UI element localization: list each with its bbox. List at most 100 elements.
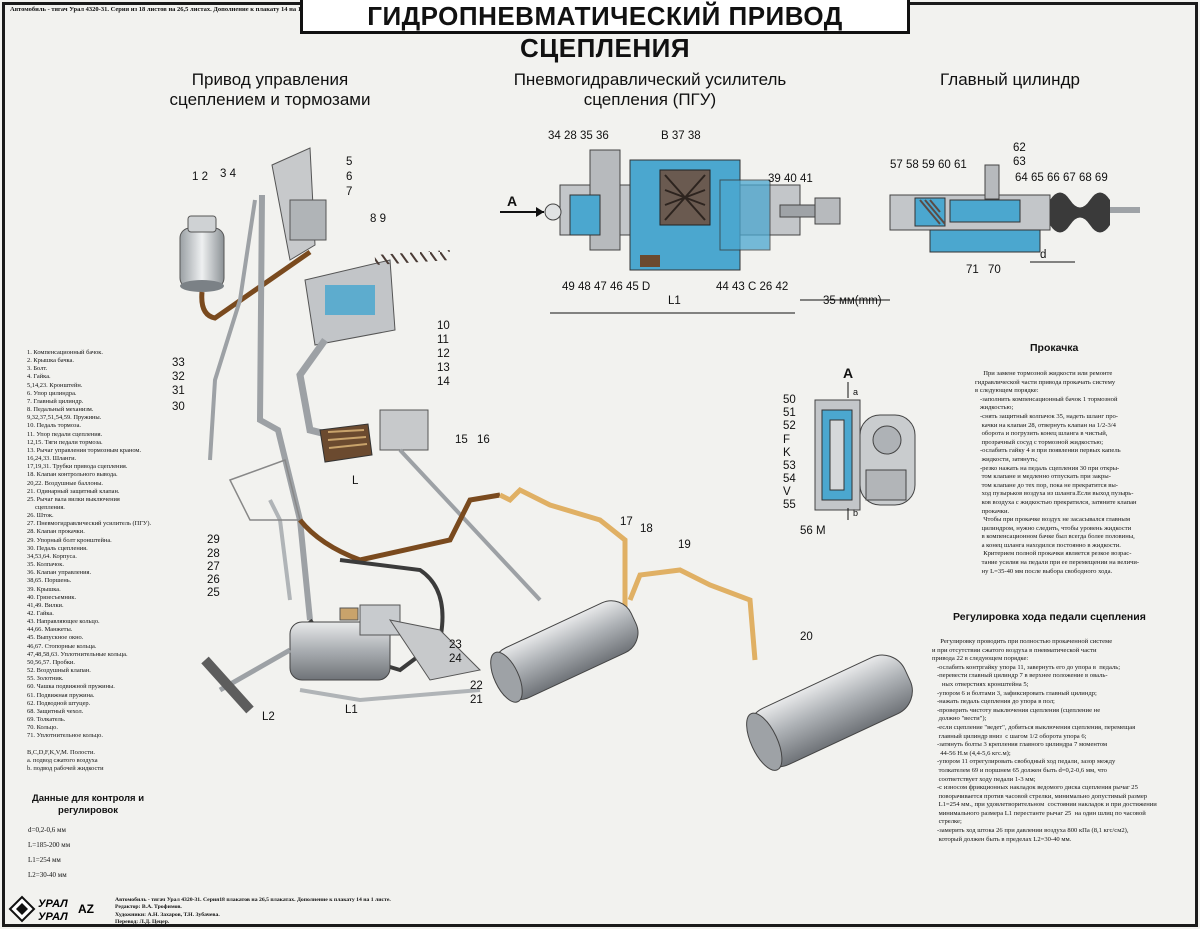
bleeding-line: цилиндром, нужно следить, чтобы уровень …	[975, 524, 1132, 532]
hose-16	[298, 492, 501, 563]
pedal-mechanism-8	[304, 259, 396, 346]
bleeding-line: -снять защитный колпачок 35, надеть шлан…	[975, 412, 1119, 420]
adjust-line: стрелке;	[932, 818, 962, 826]
tube-19	[627, 567, 758, 661]
bleeding-line: том клапане до тех пор, пока не прекрати…	[975, 481, 1118, 489]
bleeding-line: ну L=35-40 мм после выбора свободного хо…	[975, 567, 1113, 575]
adjust-line: ных отверстиях кронштейна 5;	[932, 680, 1029, 688]
legend-item-line: 10. Педаль тормоза.	[27, 422, 81, 430]
control-value-L1: L1=254 мм	[28, 856, 61, 864]
bleeding-line: -резко нажать на педаль сцепления 30 при…	[975, 464, 1120, 472]
legend-item-line: 2. Крышка бачка.	[27, 357, 74, 365]
legend-item-line: 55. Золотник.	[27, 675, 64, 683]
hose-33	[199, 249, 312, 321]
brake-pedal-10	[319, 423, 373, 463]
legend-item-line: 12,15. Тяги педали тормоза.	[27, 438, 103, 446]
tube-31	[256, 194, 313, 621]
legend-item-line: 5,14,23. Кронштейн.	[27, 381, 83, 389]
legend-item-line: 46,67. Стопорные кольца.	[27, 642, 97, 650]
legend-item-line: 69. Толкатель.	[27, 716, 66, 724]
legend-item-line: 61. Подвижная пружина.	[27, 691, 95, 699]
header-note: Автомобиль - тягач Урал 4320-31. Серия и…	[10, 6, 321, 13]
legend-item-line: 4. Гайка.	[27, 373, 51, 381]
bleeding-text: При замене тормозной жидкости или ремонт…	[975, 370, 1185, 576]
adjust-line: -упором 6 и болтами 3, зафиксировать гла…	[932, 689, 1097, 697]
legend-item-line: 68. Защитный чехол.	[27, 707, 84, 715]
bleeding-line: ков воздуха с жидкостью прекратился, зат…	[975, 498, 1137, 506]
credits-line-2: Редактор: В.А. Трофимов.	[115, 904, 182, 911]
adjust-line: 44-56 Н.м (4,4-5,6 кгс.м);	[932, 749, 1011, 757]
adjust-text: Регулировку проводить при полностью прок…	[932, 638, 1194, 844]
adjust-line: главный цилиндр вниз с шагом 1/2 оборота…	[932, 732, 1087, 740]
compensation-tank	[179, 215, 225, 292]
legend-item-line: 13. Рычаг управления тормозным краном.	[27, 446, 142, 454]
adjust-line: минимального размера L1 перестанте рычаг…	[932, 809, 1146, 817]
pgu-section	[544, 149, 841, 271]
legend-item-line: 18. Клапан контрольного вывода.	[27, 471, 118, 479]
legend-item-line: 1. Компенсационный бачок.	[27, 349, 104, 356]
legend-item-line: 71. Уплотнительное кольцо.	[27, 732, 103, 740]
credits: Автомобиль - тягач Урал 4320-31. Серия18…	[115, 897, 391, 927]
legend-item-line: 42. Гайка.	[27, 610, 54, 617]
legend-item-line: a. подвод сжатого воздуха	[27, 756, 98, 764]
pedal-arm	[296, 337, 351, 444]
credits-line-4: Перевод: Л.Д. Цецер.	[115, 919, 170, 926]
legend-item-line: 47,48,58,63. Уплотнительные кольца.	[27, 650, 128, 658]
adjust-line: -упором 11 отрегулировать свободный ход …	[932, 758, 1116, 766]
legend-item-line: 35. Колпачок.	[27, 561, 64, 569]
legend-item-line: 52. Воздушный клапан.	[27, 667, 91, 675]
legend-item-line: 34,53,64. Корпуса.	[27, 552, 77, 560]
adjust-line: L1=254 мм., при удовлетворительном состо…	[932, 801, 1157, 809]
brake-rod-15	[398, 448, 542, 602]
legend-item-line: 25. Рычаг вала вилки выключения	[27, 495, 120, 503]
legend-item-line: 38,65. Поршень.	[27, 577, 72, 585]
master-cylinder-section	[889, 164, 1140, 253]
adjust-title: Регулировка хода педали сцепления	[953, 611, 1146, 623]
bleeding-line: -заполнить компенсационный бачок 1 тормо…	[975, 395, 1118, 403]
view-a-section	[814, 399, 916, 511]
legend-item-line: 28. Клапан прокачки.	[27, 528, 85, 536]
legend-item-line: 6. Упор цилиндра.	[27, 389, 77, 397]
legend-item-line: 50,56,57. Пробки.	[27, 658, 75, 666]
legend-item-line: 43. Направляющее кольцо.	[27, 618, 100, 626]
bleeding-line: ход пузырьков воздуха из шланга.Если вых…	[975, 490, 1134, 498]
bleeding-line: Критерием полной прокачки является резко…	[975, 550, 1132, 558]
control-data-title: Данные для контроля и регулировок	[31, 793, 145, 816]
control-value-L: L=185-200 мм	[28, 841, 71, 849]
bleeding-line: в компенсационном бачке был всегда более…	[975, 533, 1135, 541]
adjust-line: -перевести главный цилиндр 7 в верхнее п…	[932, 672, 1108, 680]
bleeding-line: качки на клапан 28, отвернуть клапан на …	[975, 421, 1116, 429]
legend-item-line: 26. Шток.	[27, 512, 54, 520]
legend-item-line: 16,24,33. Шланги.	[27, 455, 77, 463]
adjust-line: -затянуть болты 3 крепления главного цил…	[932, 741, 1108, 749]
bleeding-line: гидравлической части привода прокачать с…	[975, 378, 1116, 386]
logo-top: УРАЛ	[38, 898, 68, 910]
legend-item-line: сцепления.	[27, 503, 65, 511]
control-value-L2: L2=30-40 мм	[28, 871, 67, 879]
bleeding-line: в следующем порядке:	[975, 387, 1039, 395]
section-title-pgu: Пневмогидравлический усилитель сцепления…	[513, 70, 787, 109]
legend-item-line: 62. Подводной штуцер.	[27, 699, 91, 707]
bleeding-line: жидкости, затянуть;	[975, 455, 1038, 463]
legend-item-line: 8. Педальный механизм.	[27, 406, 94, 414]
ural-logo: УРАЛ УРАЛ AZ	[8, 895, 94, 923]
legend-item-line: 70. Кольцо.	[27, 724, 58, 732]
bleeding-line: При замене тормозной жидкости или ремонт…	[975, 370, 1113, 377]
bleeding-line: а конец шланга находился постоянно в жид…	[975, 541, 1121, 549]
legend-item-line: 39. Крышка.	[27, 585, 61, 593]
legend-item-line: 60. Чашка подвижной пружины.	[27, 683, 115, 691]
adjust-line: который должен быть в пределах L2=30-40 …	[932, 835, 1072, 843]
spring-9	[374, 250, 451, 265]
legend-item-line: 27. Пневмогидравлический усилитель (ПГУ)…	[27, 520, 152, 528]
legend-item-line: 44,66. Манжеты.	[27, 626, 73, 634]
legend-item-line: 17,19,31. Трубки привода сцепления.	[27, 463, 128, 471]
tube-32	[208, 199, 257, 461]
bleeding-line: том клапане и медленно отпускать при зак…	[975, 473, 1111, 481]
adjust-line: Регулировку проводить при полностью прок…	[932, 638, 1113, 645]
credits-line-1: Автомобиль - тягач Урал 4320-31. Серия18…	[115, 897, 391, 903]
legend-item-line: 7. Главный цилиндр.	[27, 397, 84, 405]
brake-valve-lever-13	[379, 409, 429, 451]
section-title-cylinder: Главный цилиндр	[940, 70, 1080, 89]
legend-item-line: 20,22. Воздушные баллоны.	[27, 479, 103, 487]
